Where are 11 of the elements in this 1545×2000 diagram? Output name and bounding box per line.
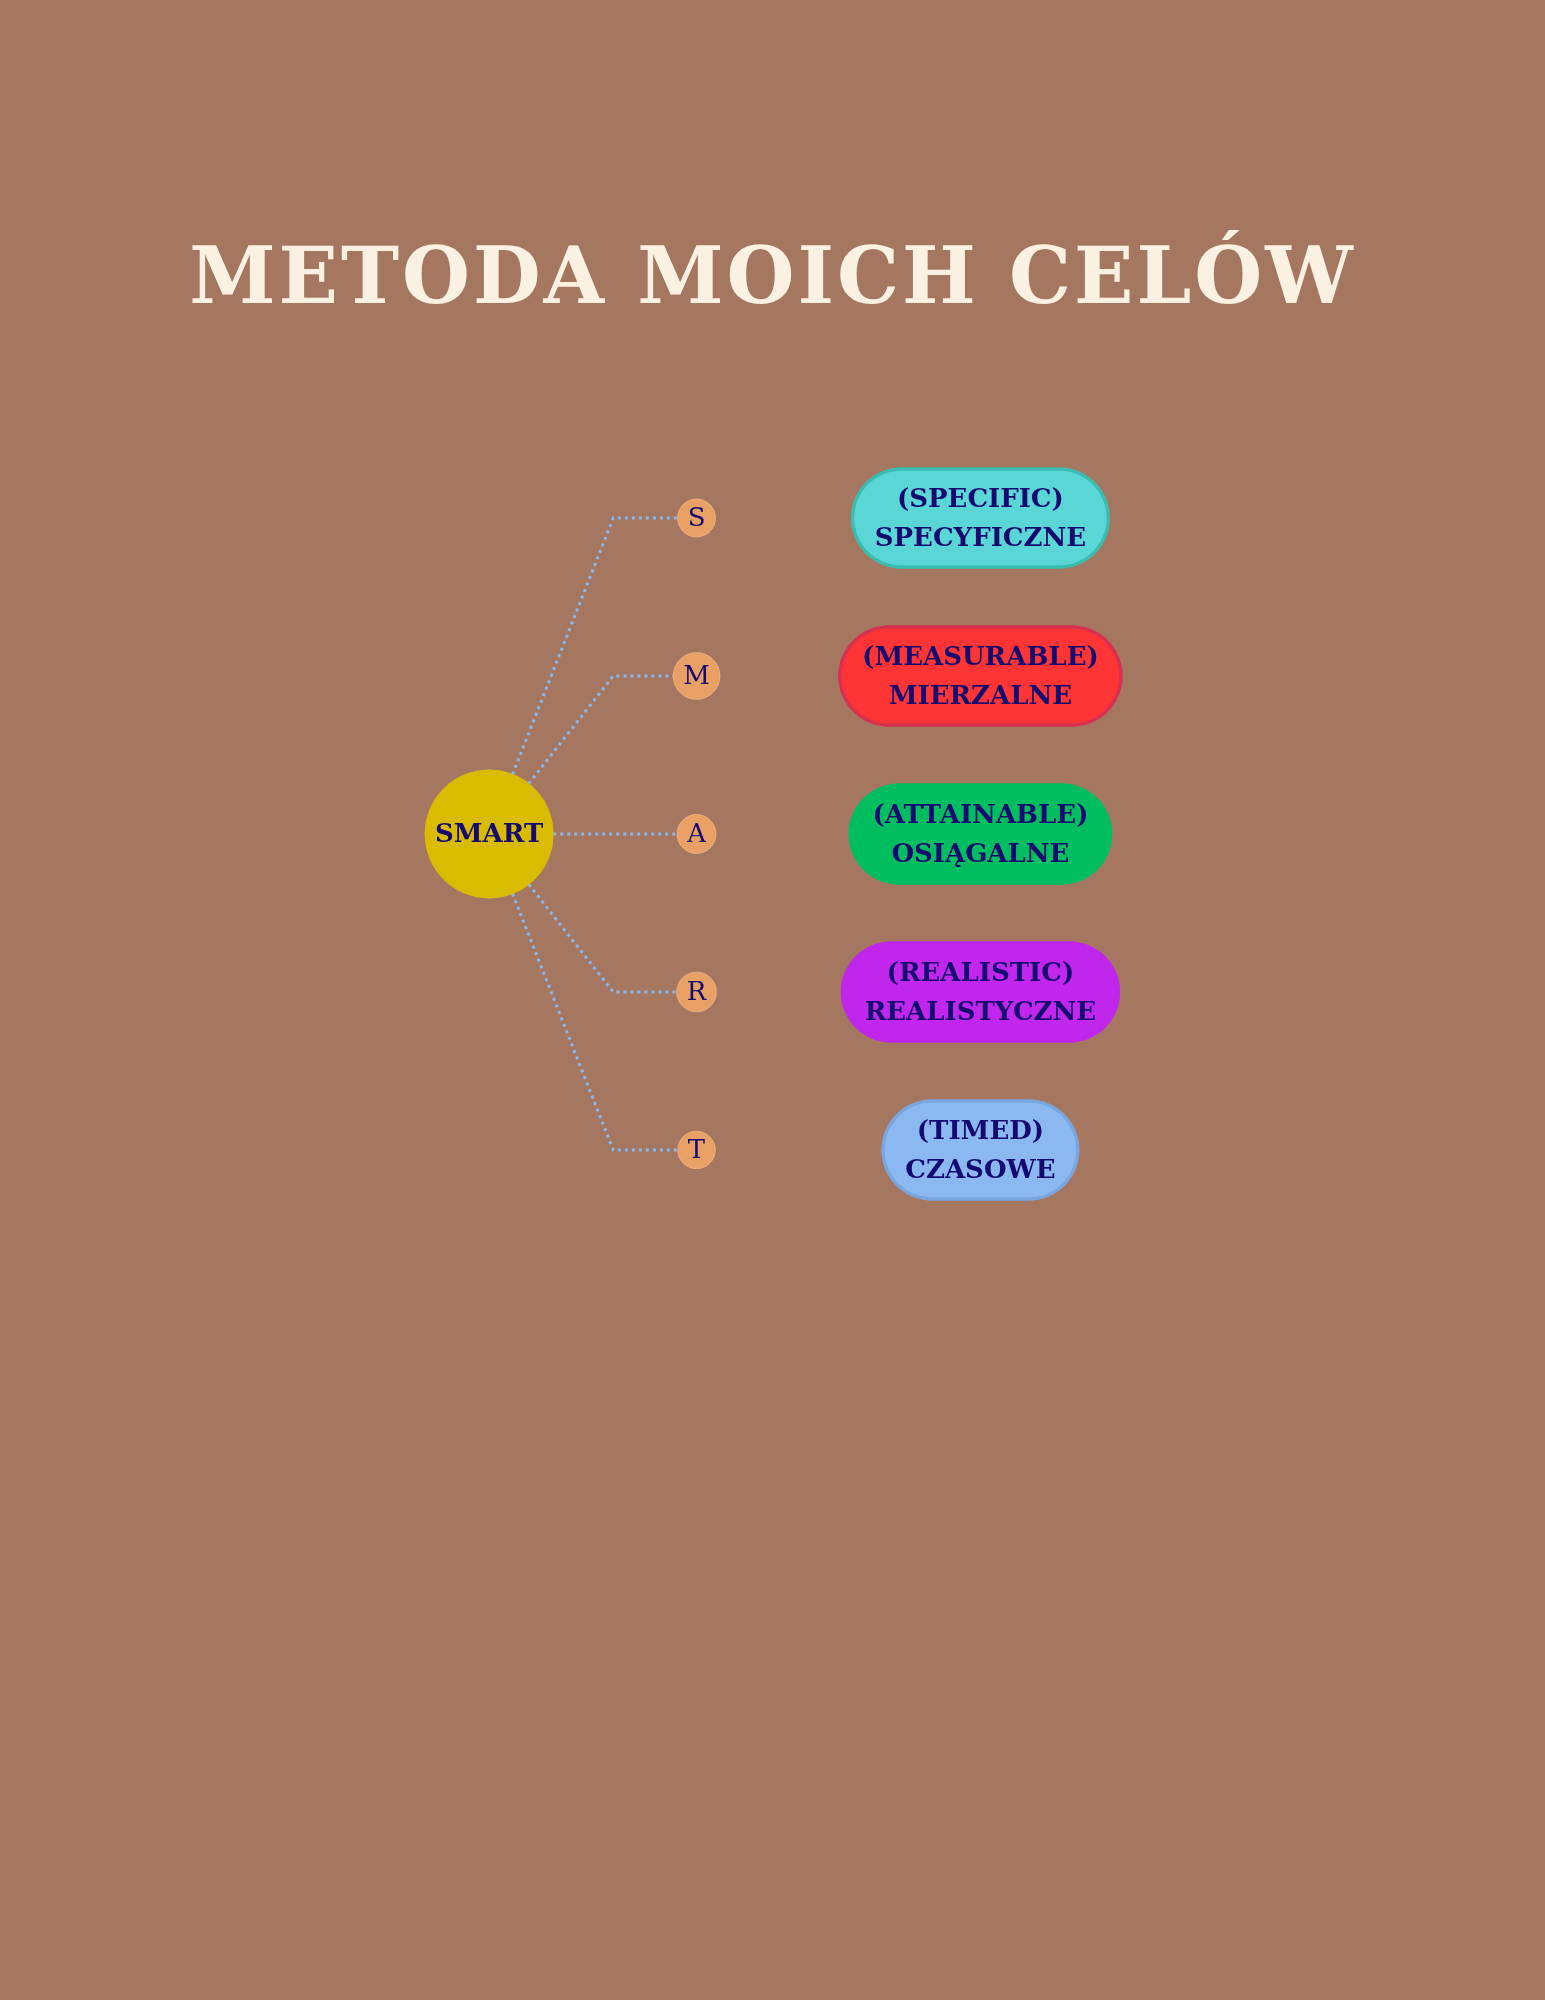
node-circle: SMART bbox=[424, 769, 554, 899]
connector bbox=[510, 516, 678, 775]
node-circle: S bbox=[676, 498, 716, 538]
title: METODA MOICH CELÓW bbox=[188, 230, 1357, 321]
node-circle: R bbox=[675, 971, 717, 1013]
connector bbox=[510, 893, 678, 1152]
connector bbox=[552, 832, 677, 836]
connector bbox=[527, 883, 677, 994]
node-circle: M bbox=[672, 652, 720, 700]
node-circle: A bbox=[676, 814, 716, 854]
node-circle: T bbox=[676, 1130, 716, 1170]
